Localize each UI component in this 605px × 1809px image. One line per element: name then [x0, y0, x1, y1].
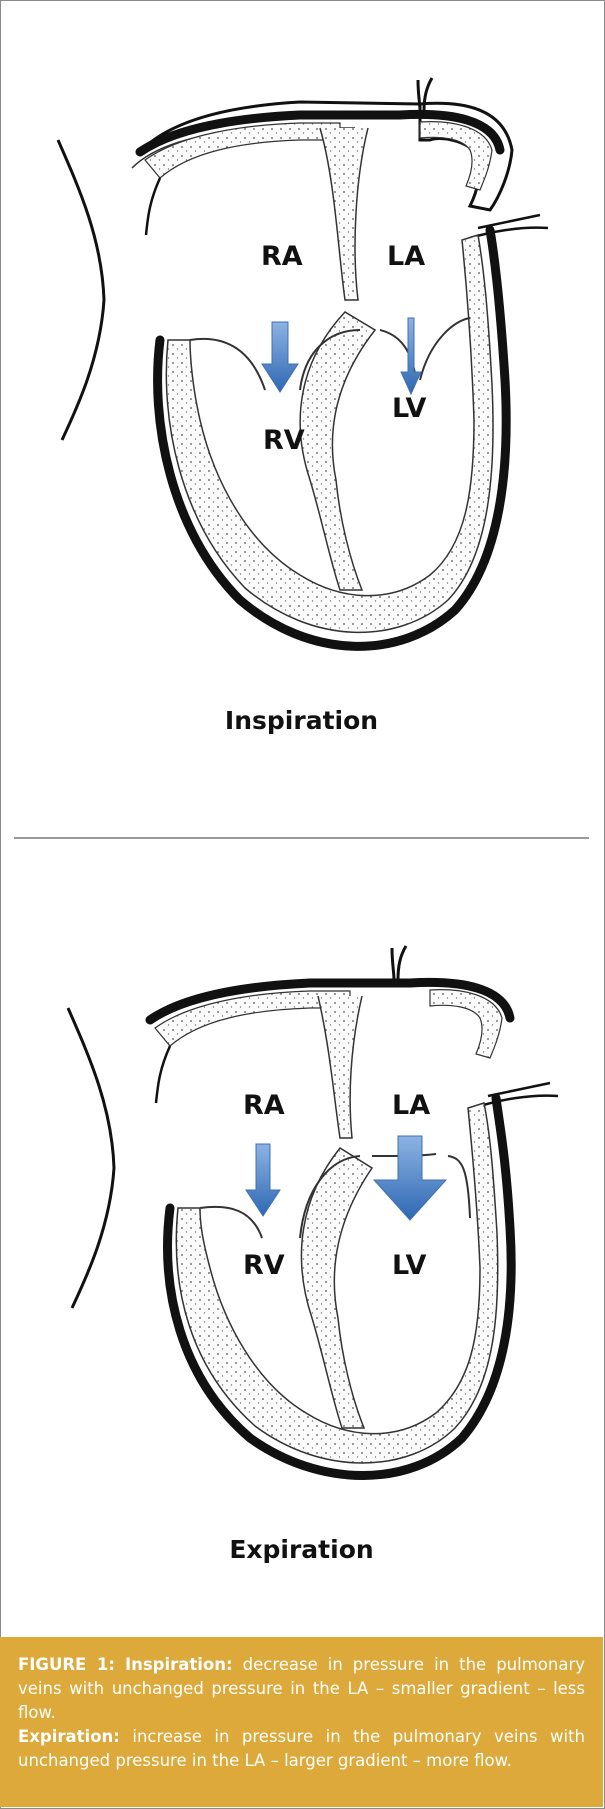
caption-inspiration: FIGURE 1: Inspiration: decrease in press…	[18, 1653, 585, 1725]
heart-diagram-expiration	[0, 838, 603, 1498]
label-rv-inspiration: RV	[263, 425, 305, 456]
label-la-expiration: LA	[392, 1090, 430, 1121]
la-lv-arrow	[374, 1136, 446, 1220]
expiration-panel: RA LA RV LV Expiration	[0, 838, 603, 1638]
caption-expiration: Expiration: increase in pressure in the …	[18, 1725, 585, 1773]
heart-diagram-inspiration	[0, 0, 603, 700]
inspiration-title: Inspiration	[0, 706, 603, 735]
caption-inspiration-label: Inspiration:	[125, 1655, 233, 1674]
label-la-inspiration: LA	[387, 241, 425, 272]
label-ra-inspiration: RA	[261, 241, 303, 272]
figure-caption: FIGURE 1: Inspiration: decrease in press…	[0, 1637, 603, 1807]
inspiration-panel: RA LA RV LV Inspiration	[0, 0, 603, 838]
label-rv-expiration: RV	[243, 1250, 285, 1281]
caption-expiration-label: Expiration:	[18, 1727, 120, 1746]
label-ra-expiration: RA	[243, 1090, 285, 1121]
label-lv-inspiration: LV	[392, 393, 426, 424]
label-lv-expiration: LV	[392, 1250, 426, 1281]
la-lv-arrow	[401, 318, 421, 394]
expiration-title: Expiration	[0, 1535, 603, 1564]
ra-rv-arrow	[262, 322, 298, 392]
caption-figure-label: FIGURE 1:	[18, 1655, 115, 1674]
ra-rv-arrow	[246, 1144, 280, 1216]
